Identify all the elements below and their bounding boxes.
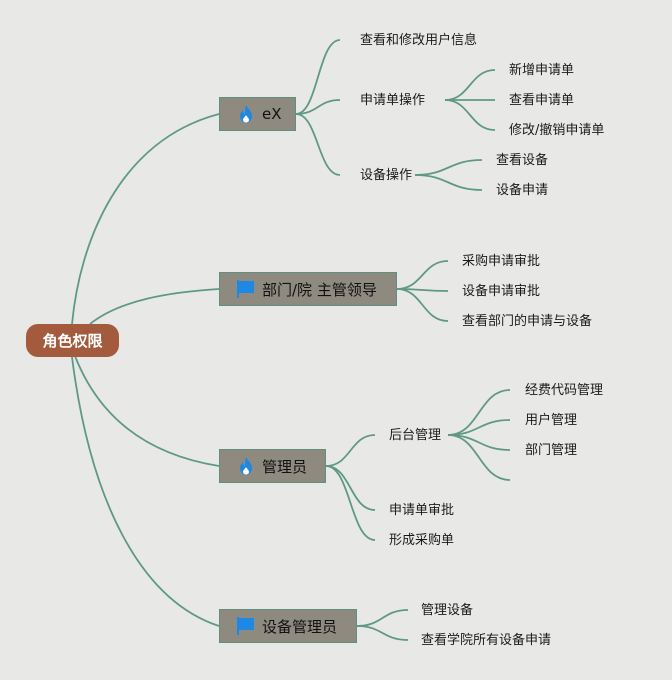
leaf-equipment-request[interactable]: 设备申请 bbox=[496, 183, 549, 198]
root-link-dept bbox=[89, 288, 220, 325]
leaf-view-request[interactable]: 查看申请单 bbox=[509, 93, 575, 108]
flame-icon bbox=[240, 457, 252, 475]
root-link-equip bbox=[71, 356, 220, 627]
link-view-college bbox=[356, 625, 409, 641]
leaf-user-mgmt[interactable]: 用户管理 bbox=[525, 413, 578, 428]
leaf-equipment-approval[interactable]: 设备申请审批 bbox=[462, 284, 541, 299]
link-equipment-ops bbox=[295, 113, 341, 176]
leaf-equipment-ops[interactable]: 设备操作 bbox=[360, 168, 413, 183]
link-backend bbox=[325, 434, 376, 467]
link-view-edit-user bbox=[295, 39, 341, 115]
link-manage-equipment bbox=[356, 609, 409, 627]
flag-icon bbox=[237, 617, 254, 635]
link-new-request bbox=[444, 69, 496, 101]
node-role-equipment-admin[interactable]: 设备管理员 bbox=[219, 609, 357, 643]
leaf-purchase-approval[interactable]: 采购申请审批 bbox=[462, 254, 541, 269]
leaf-request-ops[interactable]: 申请单操作 bbox=[360, 93, 426, 108]
link-purchase-approval bbox=[396, 260, 449, 290]
leaf-view-equipment[interactable]: 查看设备 bbox=[496, 153, 549, 168]
root-link-admin bbox=[74, 355, 220, 467]
link-view-equipment bbox=[414, 159, 483, 176]
leaf-edit-cancel-request[interactable]: 修改/撤销申请单 bbox=[509, 123, 605, 138]
leaf-new-request[interactable]: 新增申请单 bbox=[509, 63, 575, 78]
flag-icon bbox=[237, 280, 254, 298]
node-role-ex[interactable]: eX bbox=[219, 97, 296, 131]
leaf-view-edit-user[interactable]: 查看和修改用户信息 bbox=[360, 33, 478, 48]
leaf-expense-code-mgmt[interactable]: 经费代码管理 bbox=[525, 383, 604, 398]
root-link-ex bbox=[71, 113, 220, 325]
node-label: eX bbox=[262, 105, 282, 123]
link-form-purchase bbox=[325, 465, 376, 541]
node-label: 设备管理员 bbox=[262, 617, 338, 636]
node-role-admin[interactable]: 管理员 bbox=[219, 449, 326, 483]
leaf-backend-mgmt[interactable]: 后台管理 bbox=[389, 428, 442, 443]
node-label: 部门/院 主管领导 bbox=[262, 280, 377, 299]
leaf-form-purchase[interactable]: 形成采购单 bbox=[389, 533, 455, 548]
leaf-manage-equipment[interactable]: 管理设备 bbox=[421, 603, 474, 618]
link-equipment-request bbox=[414, 174, 483, 191]
root-node[interactable]: 角色权限 bbox=[26, 324, 119, 357]
node-role-dept-leader[interactable]: 部门/院 主管领导 bbox=[219, 272, 397, 306]
link-request-ops bbox=[295, 99, 341, 115]
link-extra bbox=[447, 434, 511, 481]
flame-icon bbox=[240, 105, 252, 123]
link-edit-cancel bbox=[444, 99, 496, 131]
leaf-view-college-requests[interactable]: 查看学院所有设备申请 bbox=[421, 633, 552, 648]
leaf-request-approval[interactable]: 申请单审批 bbox=[389, 503, 455, 518]
link-expense-code bbox=[447, 389, 511, 436]
link-view-dept bbox=[396, 288, 449, 322]
leaf-view-dept-requests[interactable]: 查看部门的申请与设备 bbox=[462, 314, 593, 329]
node-label: 管理员 bbox=[262, 457, 308, 476]
leaf-dept-mgmt[interactable]: 部门管理 bbox=[525, 443, 578, 458]
